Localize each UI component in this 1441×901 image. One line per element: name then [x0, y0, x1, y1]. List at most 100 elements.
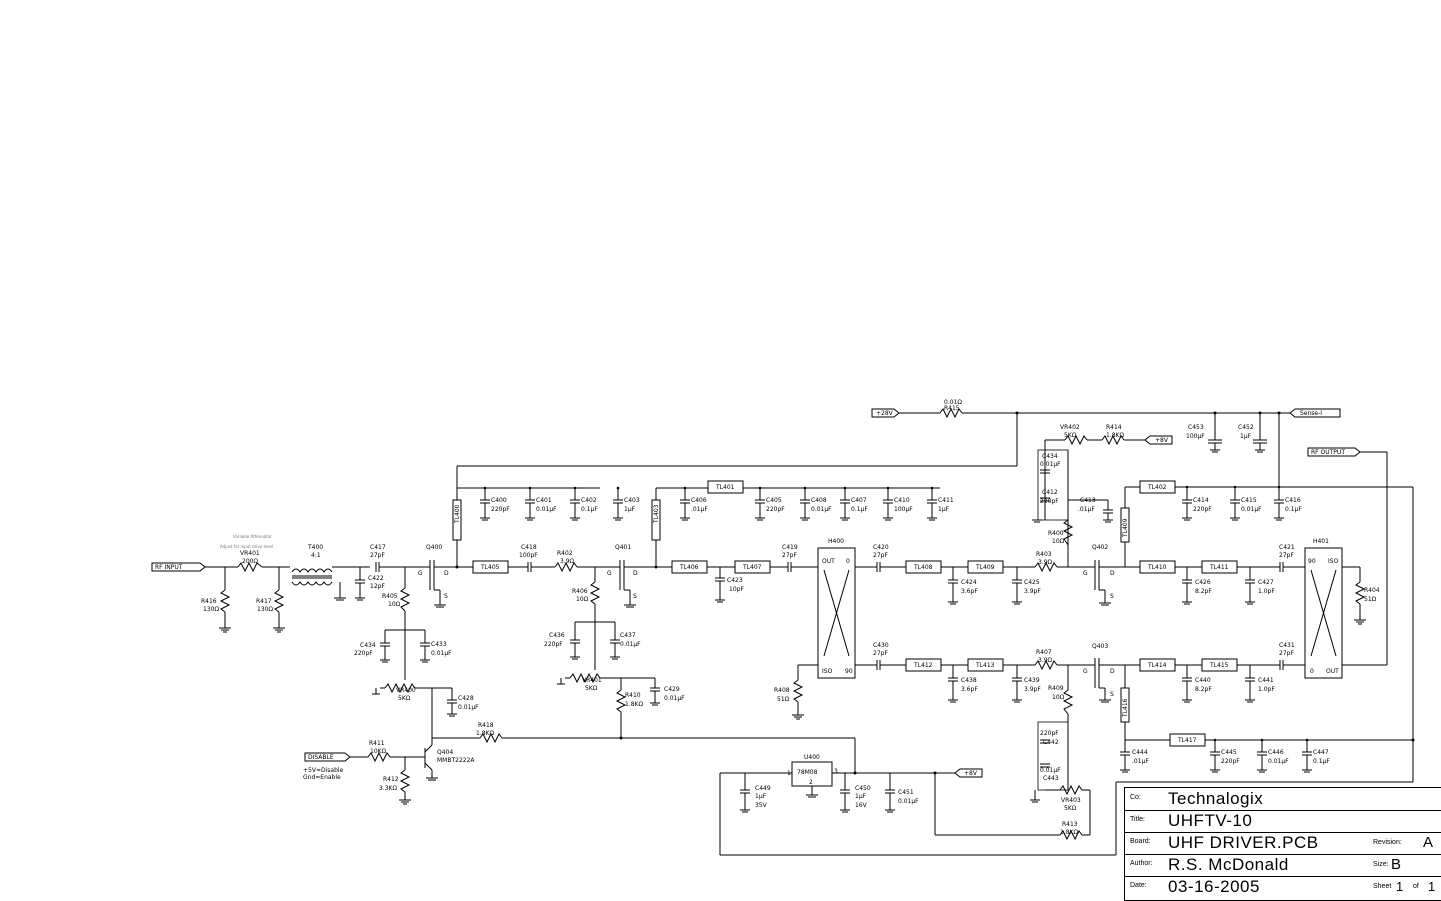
tl406-label: TL406: [679, 564, 699, 571]
tb-author-label: Author:: [1130, 860, 1153, 867]
c420-ref: C420: [873, 544, 889, 551]
regulator-u400: U400 78M08 1 3 2 C449 1µF 35V C450 1µF 1…: [719, 740, 1414, 856]
r411-value: 10KΩ: [370, 748, 387, 755]
c453-ref: C453: [1188, 424, 1204, 431]
r416-ref: R416: [201, 598, 217, 605]
c452-ref: C452: [1238, 424, 1254, 431]
title-block: Co: Technalogix Title: UHFTV-10 Board: U…: [1124, 787, 1441, 901]
t400-ref: T400: [307, 544, 323, 551]
upper-pa: C420 27pF TL408 C424 3.6pF TL409 C425 3.…: [873, 480, 1414, 740]
c431-ref: C431: [1279, 642, 1295, 649]
tl409-label: TL409: [975, 564, 995, 571]
r405-ref: R405: [382, 593, 398, 600]
c443-ref: C443: [1043, 775, 1059, 782]
q401-g: G: [607, 570, 612, 577]
c412-value: 220pF: [1040, 498, 1059, 505]
vr401-ref: VR401: [582, 677, 602, 684]
c421-ref: C421: [1279, 544, 1295, 551]
c441-ref: C441: [1258, 677, 1274, 684]
c410-ref: C410: [894, 497, 910, 504]
tl402-label: TL402: [1147, 484, 1167, 491]
c434-value: 0.01µF: [1040, 461, 1061, 468]
q403-g: G: [1083, 668, 1088, 675]
input-note-1: Variable Attenuator: [233, 534, 272, 539]
r415-ref: R415: [944, 405, 960, 412]
q403-d: D: [1110, 668, 1115, 675]
r413-ref: R413: [1062, 821, 1078, 828]
disable-note-2: Gnd=Enable: [303, 774, 341, 781]
c400-value: 220pF: [491, 506, 510, 513]
c401-ref: C401: [536, 497, 552, 504]
r418-value: 1.8KΩ: [476, 730, 494, 737]
c405-value: 220pF: [766, 506, 785, 513]
h401-out: OUT: [1326, 668, 1339, 675]
c424-value: 3.6pF: [961, 588, 978, 595]
u400-pin-out: 3: [834, 768, 838, 775]
c402-value: 0.1µF: [581, 506, 598, 513]
h401-iso: ISO: [1328, 558, 1339, 565]
c450-voltage: 16V: [855, 802, 868, 809]
q400-ref: Q400: [426, 544, 442, 551]
rf-output-label: RF OUTPUT: [1311, 449, 1345, 456]
tl407-label: TL407: [742, 564, 762, 571]
c434b-value: 220pF: [354, 650, 373, 657]
r410-ref: R410: [625, 692, 641, 699]
tb-size: B: [1391, 856, 1402, 873]
tb-title-row: Title: UHFTV-10: [1125, 810, 1441, 833]
r412-ref: R412: [383, 776, 399, 783]
c426-value: 8.2pF: [1195, 588, 1212, 595]
c419-ref: C419: [782, 544, 798, 551]
tb-sheets: 1: [1428, 879, 1436, 894]
q401-ref: Q401: [615, 544, 631, 551]
c407-ref: C407: [851, 497, 867, 504]
c433-ref: C433: [431, 641, 447, 648]
tb-co-label: Co:: [1130, 794, 1141, 801]
c451-value: 0.01µF: [898, 798, 919, 805]
c415-ref: C415: [1241, 497, 1257, 504]
c445-value: 220pF: [1221, 758, 1240, 765]
c428-ref: C428: [458, 695, 474, 702]
vr401-in-value: 200Ω: [242, 558, 258, 565]
tb-company: Technalogix: [1168, 789, 1264, 808]
tb-sheet: 1: [1396, 879, 1404, 894]
c429-value: 0.01µF: [664, 695, 685, 702]
c441-value: 1.0pF: [1258, 686, 1275, 693]
q401-s: S: [633, 593, 637, 600]
c444-ref: C444: [1132, 749, 1148, 756]
c422-ref: C422: [368, 575, 384, 582]
r417-value: 130Ω: [257, 606, 273, 613]
c436-value: 220pF: [544, 641, 563, 648]
q401-d: D: [633, 570, 638, 577]
c418-value: 100pF: [519, 552, 538, 559]
c414-value: 220pF: [1193, 506, 1212, 513]
tl412-label: TL412: [913, 662, 933, 669]
port-28v-label: +28V: [876, 410, 894, 417]
c439-ref: C439: [1024, 677, 1040, 684]
port-sense-label: Sense-I: [1300, 410, 1322, 417]
c451-ref: C451: [898, 789, 914, 796]
r402-ref: R402: [557, 550, 573, 557]
tb-date-row: Date: 03-16-2005 Sheet 1 of 1: [1125, 876, 1441, 898]
r404-value: 51Ω: [1364, 596, 1377, 603]
r409-ref: R409: [1048, 685, 1064, 692]
tl405-label: TL405: [480, 564, 500, 571]
c406-ref: C406: [691, 497, 707, 504]
r412-value: 3.3KΩ: [379, 785, 397, 792]
c443-value: 0.01µF: [1040, 767, 1061, 774]
r407-ref: R407: [1036, 649, 1052, 656]
c449-value: 1µF: [755, 793, 767, 800]
c424-ref: C424: [961, 579, 977, 586]
c403-value: 1µF: [624, 506, 636, 513]
vr401-in-ref: VR401: [240, 550, 260, 557]
c450-value: 1µF: [855, 793, 867, 800]
c421-value: 27pF: [1279, 552, 1294, 559]
q402-ref: Q402: [1092, 544, 1108, 551]
top-rails: +28V 0.01Ω R415 Sense-I C453 100µF C452 …: [457, 399, 1341, 545]
c415-value: 0.01µF: [1241, 506, 1262, 513]
tb-revision-label: Revision:: [1373, 839, 1402, 846]
h400-ref: H400: [828, 538, 844, 545]
q402-s: S: [1110, 593, 1114, 600]
r415-value: 0.01Ω: [944, 399, 962, 406]
tl409v-label: TL409: [1122, 518, 1129, 538]
r416-value: 130Ω: [203, 606, 219, 613]
